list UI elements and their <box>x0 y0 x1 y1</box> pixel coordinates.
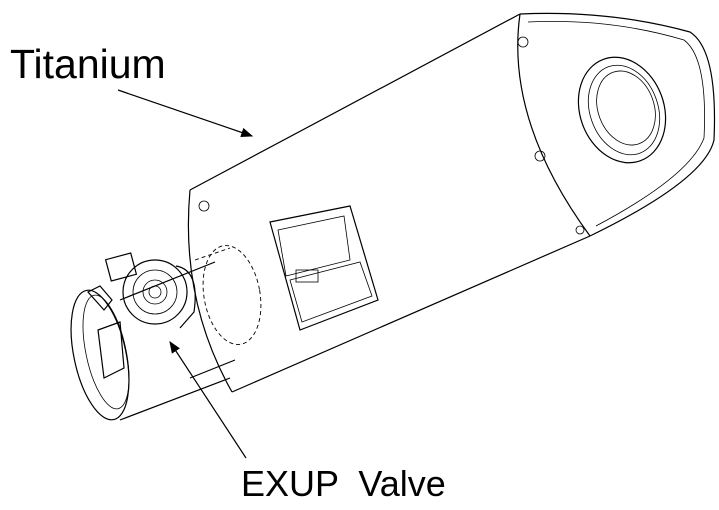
exup-valve <box>104 252 196 329</box>
titanium-label: Titanium <box>10 41 166 87</box>
inner-pipe-hidden <box>202 245 262 345</box>
titanium-leader-arrow <box>117 89 254 138</box>
inlet-pipe <box>119 261 236 421</box>
exup-leader-arrow <box>169 340 247 459</box>
inlet-flange <box>70 285 130 421</box>
outlet-tip <box>577 56 667 164</box>
muffler-body <box>187 12 716 393</box>
exup-valve-label: EXUP Valve <box>241 463 446 504</box>
cutaway-window <box>269 205 379 331</box>
